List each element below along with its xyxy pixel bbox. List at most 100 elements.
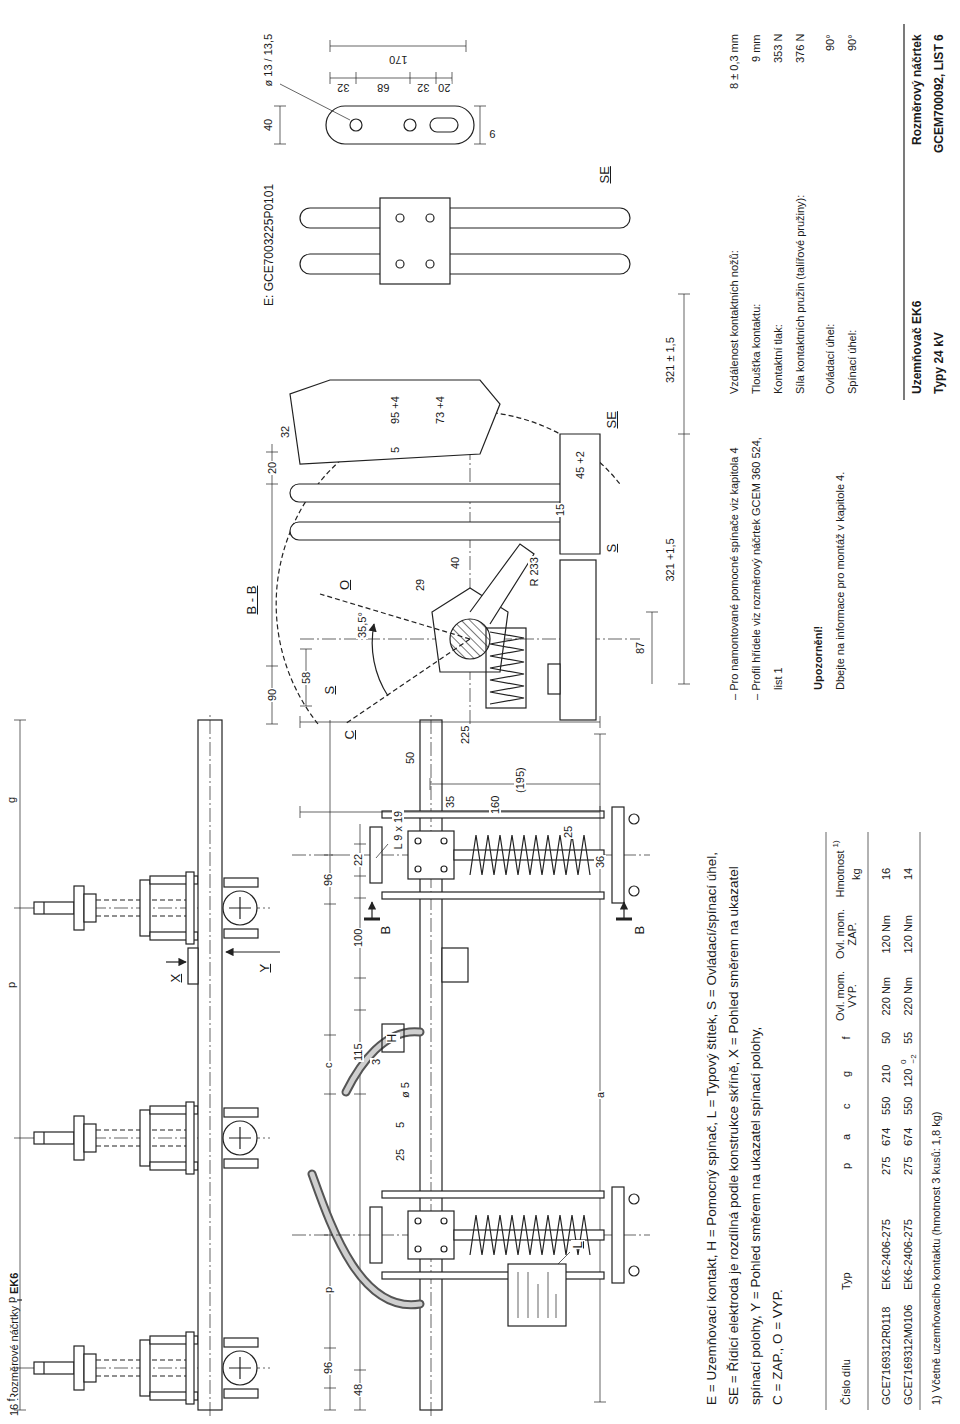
dimension-label: 73 +4 bbox=[434, 395, 447, 425]
view-marker: S bbox=[323, 685, 338, 696]
drawing-element bbox=[326, 106, 474, 144]
dimension-label: 35 bbox=[444, 795, 457, 809]
table-cell: 674 bbox=[880, 1128, 893, 1146]
table-cell: −2 bbox=[909, 1054, 918, 1063]
drawing-element bbox=[300, 208, 630, 228]
view-marker: Y bbox=[258, 964, 273, 973]
drawing-element bbox=[560, 560, 596, 720]
drawing-element bbox=[274, 106, 286, 144]
table-cell: 674 bbox=[902, 1128, 915, 1146]
table-header: a bbox=[840, 1134, 853, 1140]
legend-text: SE = Řídicí elektroda je rozdílná podle … bbox=[726, 866, 742, 1405]
spec-label: Spínací úhel: bbox=[846, 330, 859, 394]
table-header: p bbox=[840, 1163, 853, 1169]
table-cell: 220 Nm bbox=[880, 977, 893, 1016]
dimension-label: 3 bbox=[370, 1058, 383, 1066]
title-block-text: Rozměrový náčrtek bbox=[911, 34, 925, 145]
spec-value: 90° bbox=[824, 34, 837, 51]
drawing-element bbox=[382, 1024, 404, 1052]
footnote: 1) Včetně uzemňovacího kontaktu (hmotnos… bbox=[930, 1112, 943, 1406]
view-marker: C bbox=[343, 729, 358, 740]
drawing-element bbox=[198, 720, 222, 1410]
dimension-label: 20 bbox=[437, 82, 451, 95]
drawing-element bbox=[623, 902, 624, 919]
dimension-label: 115 bbox=[352, 1042, 365, 1062]
dimension-label: 25 bbox=[394, 1148, 407, 1162]
dimension-label: 36 bbox=[594, 855, 607, 869]
note-text: – Profil hřídele viz rozměrový náčrtek G… bbox=[750, 437, 763, 700]
note-text: Dbejte na informace pro montáž v kapitol… bbox=[834, 472, 847, 690]
dimension-label: 32 bbox=[336, 82, 350, 95]
table-header: kg bbox=[850, 868, 863, 880]
table-header: 1) bbox=[831, 840, 840, 847]
table-header: g bbox=[840, 1071, 853, 1077]
drawing-element bbox=[292, 1187, 650, 1283]
drawing-element bbox=[558, 1252, 570, 1264]
dimension-label: 225 bbox=[459, 725, 472, 745]
drawing-element bbox=[490, 632, 524, 704]
drawing-element bbox=[290, 484, 590, 502]
dimension-label: p bbox=[5, 1296, 18, 1304]
title-block-text: Uzemňovač EK6 bbox=[911, 301, 925, 394]
drawing-element bbox=[396, 260, 404, 268]
table-cell: 275 bbox=[902, 1157, 915, 1175]
table-cell: 550 bbox=[902, 1097, 915, 1115]
drawing-element bbox=[508, 1264, 566, 1326]
spec-label: Kontaktní tlak: bbox=[772, 324, 785, 394]
drawing-element bbox=[518, 1272, 556, 1318]
drawing-element bbox=[320, 594, 470, 639]
dimension-label: 321 ± 1,5 bbox=[664, 336, 677, 384]
drawing-element bbox=[188, 948, 198, 984]
table-cell: 16 bbox=[880, 868, 893, 880]
table-header: Ovl. mom. VYP. bbox=[834, 969, 859, 1023]
dimension-label: 100 bbox=[352, 928, 365, 948]
drawing-element bbox=[442, 948, 468, 982]
dimension-label: 5 bbox=[394, 1121, 407, 1129]
dimension-label: 50 bbox=[404, 751, 417, 765]
dimension-label: 321 +1,5 bbox=[664, 537, 677, 582]
drawing-element bbox=[426, 260, 434, 268]
table-cell: 275 bbox=[880, 1157, 893, 1175]
table-cell: 55 bbox=[902, 1032, 915, 1044]
table-cell: 0 bbox=[899, 1060, 908, 1064]
table-header: c bbox=[840, 1104, 853, 1110]
drawing-element bbox=[404, 119, 416, 131]
spec-label: Tloušťka kontaktu: bbox=[750, 304, 763, 394]
table-cell: 210 bbox=[880, 1065, 893, 1083]
note-text: – Pro namontované pomocné spínače viz ka… bbox=[728, 447, 741, 700]
dimension-label: ø 13 / 13,5 bbox=[262, 33, 275, 88]
dimension-label: f bbox=[5, 1397, 18, 1402]
table-cell: GCE7169312R0118 bbox=[880, 1307, 893, 1405]
drawing-element bbox=[371, 902, 372, 919]
view-marker: X bbox=[169, 974, 184, 983]
view-marker: O bbox=[338, 579, 353, 591]
view-marker: SE bbox=[598, 165, 613, 184]
legend-text: spínací polohy, Y = Pohled směrem na uka… bbox=[748, 1027, 764, 1405]
dimension-label: ø 5 bbox=[399, 1081, 412, 1099]
detail-e bbox=[274, 40, 630, 464]
drawing-element bbox=[290, 380, 500, 464]
drawing-element bbox=[470, 544, 534, 624]
table-cell: 14 bbox=[902, 868, 915, 880]
note-text: list 1 bbox=[772, 667, 785, 690]
dimension-label: 90 bbox=[266, 688, 279, 702]
dimension-label: 58 bbox=[300, 671, 313, 685]
dimension-label: 87 bbox=[634, 641, 647, 655]
view-marker: SE bbox=[605, 410, 620, 429]
drawing-element bbox=[26, 1332, 270, 1404]
dimension-label: p bbox=[5, 981, 18, 989]
drawing-element bbox=[300, 716, 600, 728]
drawing-element bbox=[430, 118, 458, 132]
table-cell: 120 Nm bbox=[880, 915, 893, 954]
section-b-b bbox=[266, 294, 690, 724]
dimension-label: 40 bbox=[262, 118, 275, 132]
table-cell: 550 bbox=[880, 1097, 893, 1115]
part-number: E: GCE7003225P0101 bbox=[263, 183, 277, 307]
dimension-label: 15 bbox=[554, 503, 567, 517]
table-header: Typ bbox=[840, 1272, 853, 1290]
dimension-label: g bbox=[5, 796, 18, 804]
drawing-element bbox=[426, 214, 434, 222]
title-block-text: Typy 24 kV bbox=[933, 332, 947, 394]
